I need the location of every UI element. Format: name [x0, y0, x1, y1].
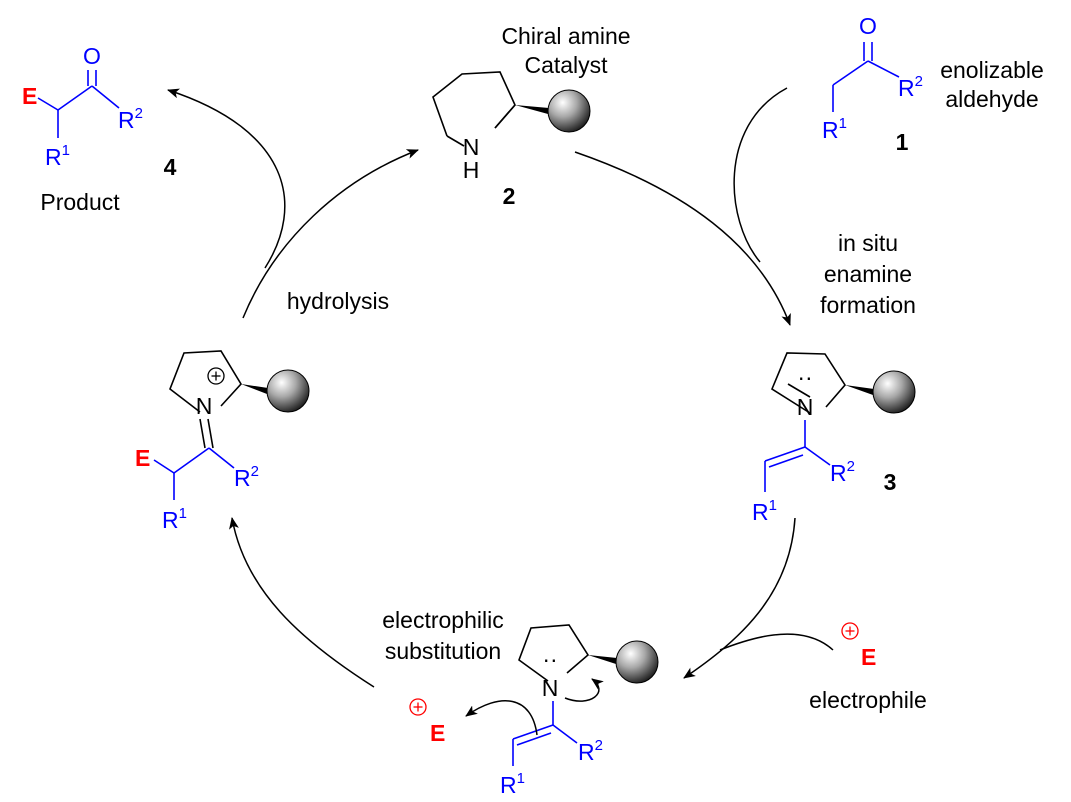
atom-n: N: [196, 393, 213, 419]
wedge-bond: [515, 105, 549, 114]
alkyl-bond: [867, 60, 900, 78]
enamine-double-bond: [764, 446, 806, 462]
curved-arrow-icon: [564, 678, 604, 702]
catalyst-label-line1: Chiral amine: [501, 23, 630, 49]
compound-number-3: 3: [884, 469, 897, 495]
alkyl-bond: [552, 724, 578, 744]
aldehyde-entry-arrow: [733, 87, 788, 263]
wedge-bond: [588, 655, 617, 664]
iminium-double-bond: [199, 418, 206, 449]
pyrrolidine-ring: [518, 624, 590, 682]
sphere-icon: [547, 89, 591, 133]
atom-e: E: [22, 83, 37, 109]
enamine-3-structure: ·· N R2 R1: [752, 352, 916, 525]
sphere-icon: [872, 370, 916, 414]
plus-charge-icon: [409, 698, 427, 716]
group-r2: R2: [898, 73, 923, 101]
enamine-label-line2: enamine: [824, 261, 912, 287]
plus-charge-icon: [207, 367, 225, 385]
ring-bond: [494, 104, 516, 129]
atom-o: O: [83, 43, 101, 69]
product-label: Product: [40, 189, 120, 215]
enamine-label-line3: formation: [820, 292, 916, 318]
atom-e: E: [135, 445, 150, 471]
catalyst-2-structure: N H: [432, 71, 591, 183]
substitution-label-line1: electrophilic: [382, 607, 503, 633]
alkyl-bond: [91, 85, 120, 109]
atom-e: E: [430, 720, 445, 746]
group-r1: R1: [162, 505, 187, 533]
group-r1: R1: [500, 770, 525, 798]
aldehyde-1-structure: O R2 R1: [822, 13, 923, 143]
atom-e: E: [861, 644, 876, 670]
compound-number-1: 1: [896, 129, 909, 155]
aldehyde-label-line1: enolizable: [940, 57, 1044, 83]
sphere-icon: [615, 640, 659, 684]
group-r1: R1: [45, 142, 70, 170]
group-r2: R2: [234, 463, 259, 491]
pyrrolidine-ring: [771, 352, 846, 414]
alkyl-bond: [153, 459, 175, 474]
ring-bond: [787, 383, 811, 398]
catalyst-label-line2: Catalyst: [524, 52, 608, 78]
cycle-arrow-substitution-to-iminium: [229, 517, 375, 688]
group-r1: R1: [752, 497, 777, 525]
alkyl-bond: [804, 446, 831, 466]
iminium-double-bond: [207, 418, 214, 449]
alkyl-bond: [37, 97, 59, 111]
alkyl-bond: [832, 60, 869, 86]
aldehyde-label-line2: aldehyde: [945, 86, 1038, 112]
atom-n: N: [542, 675, 559, 701]
lone-pair: ··: [797, 364, 812, 390]
atom-h: H: [463, 157, 480, 183]
lone-pair: ··: [542, 646, 557, 672]
curved-arrow-icon: [465, 700, 538, 736]
cycle-arrow-iminium-to-catalyst: [242, 149, 419, 319]
substitution-label-line2: substitution: [385, 638, 501, 664]
sphere-icon: [266, 369, 310, 413]
group-r2: R2: [578, 737, 603, 765]
atom-n: N: [463, 134, 480, 160]
wedge-bond: [241, 384, 268, 394]
group-r2: R2: [118, 105, 143, 133]
group-r1: R1: [822, 115, 847, 143]
compound-number-4: 4: [164, 154, 177, 180]
electrophile-label: electrophile: [809, 687, 927, 713]
enamine-double-bond: [768, 454, 804, 468]
enamine-double-bond: [516, 732, 552, 746]
enamine-double-bond: [512, 724, 554, 740]
alkyl-bond: [57, 85, 93, 111]
plus-charge-icon: [841, 622, 859, 640]
pyrrolidine-ring: [169, 350, 242, 413]
compound-number-2: 2: [503, 183, 516, 209]
ring-bond: [446, 135, 465, 147]
alkyl-bond: [208, 447, 235, 469]
alkyl-bond: [173, 447, 210, 474]
product-4-structure: O E R2 R1: [22, 43, 143, 170]
cycle-arrow-enamine-to-attack: [683, 517, 796, 679]
cycle-arrow-catalyst-to-enamine: [574, 151, 791, 326]
atom-o: O: [859, 13, 877, 39]
pyrrolidine-ring: [432, 71, 516, 137]
group-r2: R2: [830, 458, 855, 486]
product-release-arrow: [167, 88, 286, 269]
electrophile-entry-arrow: [719, 633, 834, 651]
enamine-label-line1: in situ: [838, 230, 898, 256]
enamine-attack-structure: ·· N R2 R1: [465, 624, 659, 798]
iminium-structure: N E R2 R1: [135, 350, 310, 533]
atom-n: N: [797, 394, 814, 420]
hydrolysis-label: hydrolysis: [287, 288, 389, 314]
wedge-bond: [845, 385, 874, 395]
